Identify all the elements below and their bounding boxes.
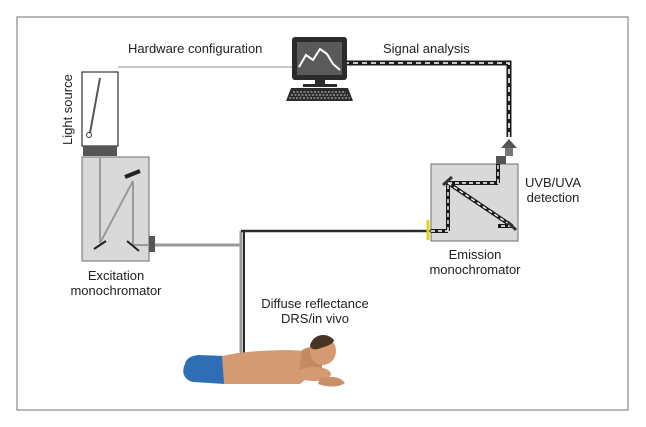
emission-monochromator	[426, 156, 519, 242]
excitation-label-line1: Excitation	[87, 268, 145, 283]
excitation-monochromator-label: Excitation monochromator	[61, 268, 171, 298]
signal-analysis-cable	[344, 60, 512, 137]
uvb-label-line1: UVB/UVA	[524, 175, 582, 190]
light-source-label: Light source	[60, 74, 75, 145]
uvb-label-line2: detection	[526, 190, 580, 205]
computer-monitor-icon	[292, 37, 347, 87]
emission-monochromator-label: Emission monochromator	[420, 247, 530, 277]
hardware-configuration-label: Hardware configuration	[128, 41, 263, 56]
keyboard-icon	[286, 88, 353, 101]
uvb-uva-detector	[501, 139, 517, 156]
drs-label-line2: DRS/in vivo	[281, 311, 349, 326]
excitation-label-line2: monochromator	[70, 283, 162, 298]
uvb-uva-detection-label: UVB/UVA detection	[520, 175, 586, 205]
diffuse-reflectance-label: Diffuse reflectance DRS/in vivo	[250, 296, 380, 326]
figure-border	[16, 16, 629, 411]
emission-label-line2: monochromator	[429, 262, 521, 277]
excitation-monochromator	[81, 156, 155, 262]
light-source-box	[81, 71, 119, 156]
signal-analysis-label: Signal analysis	[383, 41, 470, 56]
patient-lying-prone-icon	[183, 335, 345, 387]
drs-label-line1: Diffuse reflectance	[261, 296, 369, 311]
emission-label-line1: Emission	[448, 247, 502, 262]
